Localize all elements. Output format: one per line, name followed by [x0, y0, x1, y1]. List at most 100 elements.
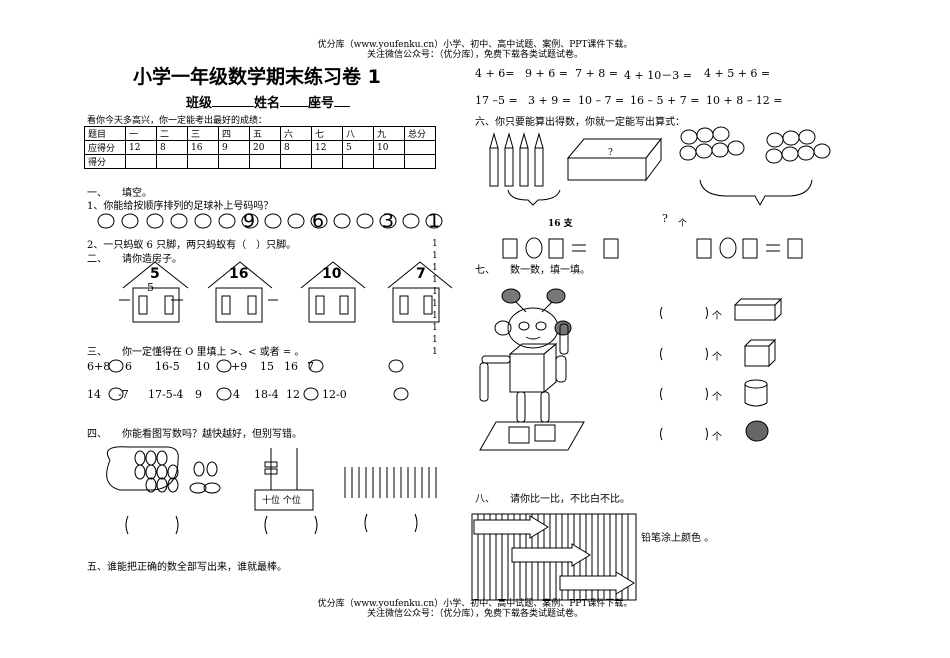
robot-picture [479, 288, 585, 451]
count-unit: 个 [712, 432, 722, 443]
equation-boxes-right [696, 237, 803, 259]
header-line-2: 关注微信公众号：（优分库），免费下载各类试题试卷。 [366, 50, 583, 60]
vertical-digit: 1 [432, 299, 438, 309]
compare-item: +9 [231, 360, 248, 373]
section1-heading: 一、 填空。 [87, 188, 152, 199]
compare-item: 15 [260, 360, 274, 373]
header-line-1: 优分库（www.youfenku.cn）小学、初中、高中试题、案例、PPT课件下… [317, 40, 633, 50]
abacus-label: 十位 个位 [262, 496, 301, 506]
compare-item: 6 [125, 360, 132, 373]
compare-item: 14 [87, 388, 101, 401]
house-side-number: 5 [147, 281, 154, 294]
vertical-digit: 1 [432, 347, 438, 357]
score-cell: 得分 [84, 154, 126, 169]
compare-item: 16-5 [155, 360, 180, 373]
equation: 9 + 6 = [525, 67, 568, 80]
equation-boxes-left [502, 237, 619, 259]
unit-label: 个 [678, 219, 688, 229]
brace-right [699, 179, 813, 207]
vertical-digit: 1 [432, 275, 438, 285]
pencil-total-label: 16 支 [548, 219, 573, 229]
name-label: 姓名 [254, 96, 281, 111]
page-title: 小学一年级数学期末练习卷 1 [133, 66, 381, 88]
house-number: 5 [150, 266, 160, 282]
compare-item: 10 [196, 360, 210, 373]
equation: 4 + 6= [475, 67, 515, 80]
house-number: 7 [416, 266, 426, 282]
seat-field[interactable] [334, 106, 351, 107]
compare-item: -7 [118, 388, 129, 401]
pencils-picture [489, 132, 561, 206]
class-label: 班级 [186, 96, 213, 111]
circle-group-right [765, 129, 831, 164]
box-question-label: ? [608, 148, 613, 158]
equation: 3 + 9 = [528, 94, 571, 107]
section1-q1: 1、你能给按顺序排列的足球补上号码吗？ [87, 201, 274, 212]
house-number: 10 [322, 266, 342, 282]
house-4 [387, 261, 453, 323]
vertical-digit: 1 [432, 263, 438, 273]
section8-note: 铅笔涂上颜色 。 [641, 533, 715, 544]
equation: 4 + 10－3 = [624, 69, 692, 82]
equation: 4 + 5 + 6 = [704, 67, 771, 80]
vertical-digit: 1 [432, 251, 438, 261]
seat-label: 座号 [308, 96, 335, 111]
vertical-digit: 1 [432, 311, 438, 321]
pencil-box-picture [566, 137, 663, 182]
compare-item: 9 [195, 388, 202, 401]
score-max-row: 应得分 12 8 16 9 20 8 12 5 10 [84, 140, 436, 155]
ball-number: 6 [312, 210, 325, 232]
name-field[interactable] [280, 106, 309, 107]
house-number: 16 [229, 266, 249, 282]
question-mark: ? [662, 212, 668, 225]
section5-heading: 五、谁能把正确的数全部写出来，谁就最棒。 [87, 562, 287, 573]
section8-heading: 八、 请你比一比，不比白不比。 [475, 494, 630, 505]
footer-line-1: 优分库（www.youfenku.cn）小学、初中、高中试题、案例、PPT课件下… [317, 599, 633, 609]
equation: 10 + 8 – 12 = [706, 94, 783, 107]
student-info-line: 班级 姓名 座号 [186, 92, 351, 111]
compare-item: 12 [286, 388, 300, 401]
section4-heading: 四、 你能看图写数吗？越快越好，但别写错。 [87, 429, 302, 440]
comparison-picture [471, 513, 637, 601]
equation: 10 – 7 = [578, 94, 625, 107]
instruction-text: 看你今天多高兴，你一定能考出最好的成绩： [87, 116, 268, 126]
count-unit: 个 [712, 392, 722, 403]
score-table: 题目 一 二 三 四 五 六 七 八 九 总分 应得分 12 8 16 9 20… [84, 126, 436, 169]
section6-heading: 六、你只要能算出得数，你就一定能写出算式： [475, 117, 685, 128]
circle-group-left [679, 126, 745, 161]
section1-q2: 2、一只蚂蚁 6 只脚，两只蚂蚁有（ ）只脚。 [87, 240, 297, 251]
house-1 [119, 261, 189, 323]
ball-number: 9 [243, 210, 256, 232]
ball-row [97, 213, 443, 229]
compare-item: 16 [284, 360, 298, 373]
ball-number: 1 [428, 210, 441, 232]
vertical-digit: 1 [432, 239, 438, 249]
vertical-digit: 1 [432, 323, 438, 333]
answer-brackets [125, 513, 418, 535]
vertical-digit: 1 [432, 335, 438, 345]
section7-heading: 七、 数一数，填一填。 [475, 265, 590, 276]
compare-item: 12-0 [322, 388, 347, 401]
compare-item: 18-4 [254, 388, 279, 401]
section7-shapes [660, 297, 783, 442]
vertical-digit: 1 [432, 287, 438, 297]
class-field[interactable] [212, 106, 255, 107]
score-input-cell[interactable] [404, 154, 436, 169]
house-2 [207, 261, 278, 323]
section2-heading: 二、 请你造房子。 [87, 254, 182, 265]
footer-line-2: 关注微信公众号：（优分库），免费下载各类试题试卷。 [366, 609, 583, 619]
compare-item: 6+8 [87, 360, 111, 373]
compare-circles [108, 359, 409, 401]
count-unit: 个 [712, 311, 722, 322]
equation: 16 – 5 + 7 = [630, 94, 700, 107]
count-unit: 个 [712, 352, 722, 363]
bead-string-picture [106, 446, 221, 494]
compare-item: 4 [233, 388, 240, 401]
abacus-picture [254, 448, 314, 511]
equation: 17 –5 = [475, 94, 518, 107]
vertical-digits: 1 1 1 1 1 1 1 1 1 1 [432, 238, 440, 358]
compare-item: 17-5-4 [148, 388, 184, 401]
sticks-picture [344, 467, 437, 498]
